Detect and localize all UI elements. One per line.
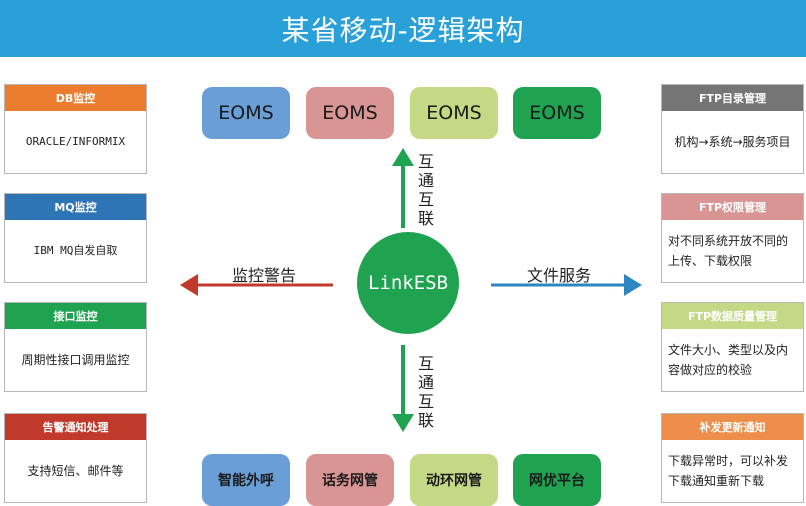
system-box-eoms-3: EOMS	[410, 87, 498, 139]
card-body: 对不同系统开放不同的上传、下载权限	[668, 234, 789, 268]
card-body: 机构→系统→服务项目	[674, 135, 791, 149]
hub-linkesb: LinkESB	[357, 232, 459, 334]
system-box-eoms-4: EOMS	[513, 87, 601, 139]
system-box-smart-call: 智能外呼	[202, 454, 290, 506]
card-resend-notify: 补发更新通知 下载异常时，可以补发下载通知重新下载	[661, 413, 804, 503]
card-header: 接口监控	[5, 303, 146, 329]
right-arrow-label: 文件服务	[527, 266, 592, 285]
card-ftp-quality: FTP数据质量管理 文件大小、类型以及内容做对应的校验	[661, 302, 804, 392]
card-ftp-directory: FTP目录管理 机构→系统→服务项目	[661, 84, 804, 174]
system-box-eoms-2: EOMS	[306, 87, 394, 139]
card-interface-monitor: 接口监控 周期性接口调用监控	[4, 302, 147, 392]
system-box-env-nms: 动环网管	[410, 454, 498, 506]
card-body: IBM MQ自发自取	[33, 244, 118, 257]
card-body: 周期性接口调用监控	[21, 353, 130, 367]
system-box-net-opt: 网优平台	[513, 454, 601, 506]
down-arrowhead	[392, 414, 414, 432]
up-arrowhead	[392, 148, 414, 166]
card-alarm-notify: 告警通知处理 支持短信、邮件等	[4, 413, 147, 503]
card-body: ORACLE/INFORMIX	[25, 135, 126, 148]
card-header: MQ监控	[5, 194, 146, 220]
card-header: FTP数据质量管理	[662, 303, 803, 329]
card-body: 支持短信、邮件等	[27, 464, 124, 478]
left-arrowhead	[180, 274, 198, 296]
card-mq-monitor: MQ监控 IBM MQ自发自取	[4, 193, 147, 283]
card-header: 补发更新通知	[662, 414, 803, 440]
up-arrow-label: 互通互联	[417, 152, 434, 228]
system-box-traffic-nms: 话务网管	[306, 454, 394, 506]
card-header: DB监控	[5, 85, 146, 111]
page-title: 某省移动-逻辑架构	[0, 0, 806, 57]
card-header: FTP目录管理	[662, 85, 803, 111]
right-arrowhead	[624, 274, 642, 296]
card-body: 文件大小、类型以及内容做对应的校验	[668, 343, 789, 377]
system-box-eoms-1: EOMS	[202, 87, 290, 139]
card-header: FTP权限管理	[662, 194, 803, 220]
card-header: 告警通知处理	[5, 414, 146, 440]
left-arrow-label: 监控警告	[232, 266, 297, 285]
card-db-monitor: DB监控 ORACLE/INFORMIX	[4, 84, 147, 174]
down-arrow-label: 互通互联	[417, 354, 434, 430]
card-ftp-permission: FTP权限管理 对不同系统开放不同的上传、下载权限	[661, 193, 804, 283]
card-body: 下载异常时，可以补发下载通知重新下载	[668, 454, 789, 488]
